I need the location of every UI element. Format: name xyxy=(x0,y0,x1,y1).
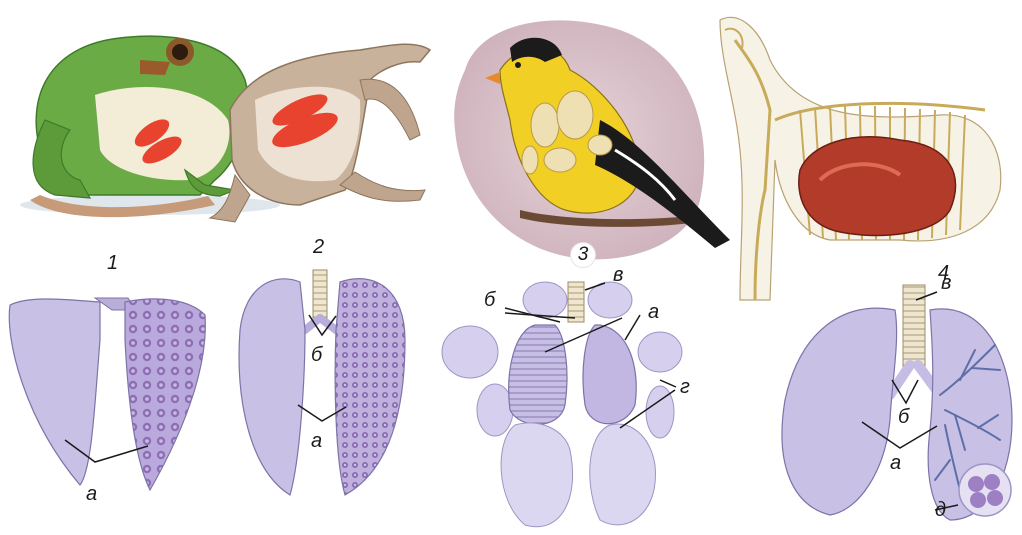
mammal-lungs xyxy=(782,285,1012,520)
lizard-lungs xyxy=(239,270,405,495)
mammal-illustration xyxy=(720,17,1001,300)
label-g-3: г xyxy=(680,377,690,397)
label-a-3: а xyxy=(648,302,659,322)
frog-lungs xyxy=(9,298,205,490)
bird-lungs xyxy=(442,282,682,527)
label-a-1: а xyxy=(86,484,97,504)
panel-number-2: 2 xyxy=(313,237,324,257)
label-b-3: б xyxy=(484,290,495,310)
lizard-illustration xyxy=(210,44,430,222)
label-a-2: а xyxy=(311,431,322,451)
label-d-4: д xyxy=(935,500,946,520)
panel-number-3: 3 xyxy=(571,243,595,267)
label-b-4: б xyxy=(898,407,909,427)
label-b-2: б xyxy=(311,345,322,365)
panel-number-1: 1 xyxy=(107,253,118,273)
label-v-4: в xyxy=(941,273,951,293)
label-v-3: в xyxy=(613,265,623,285)
bird-illustration xyxy=(454,20,730,259)
label-a-4: а xyxy=(890,453,901,473)
